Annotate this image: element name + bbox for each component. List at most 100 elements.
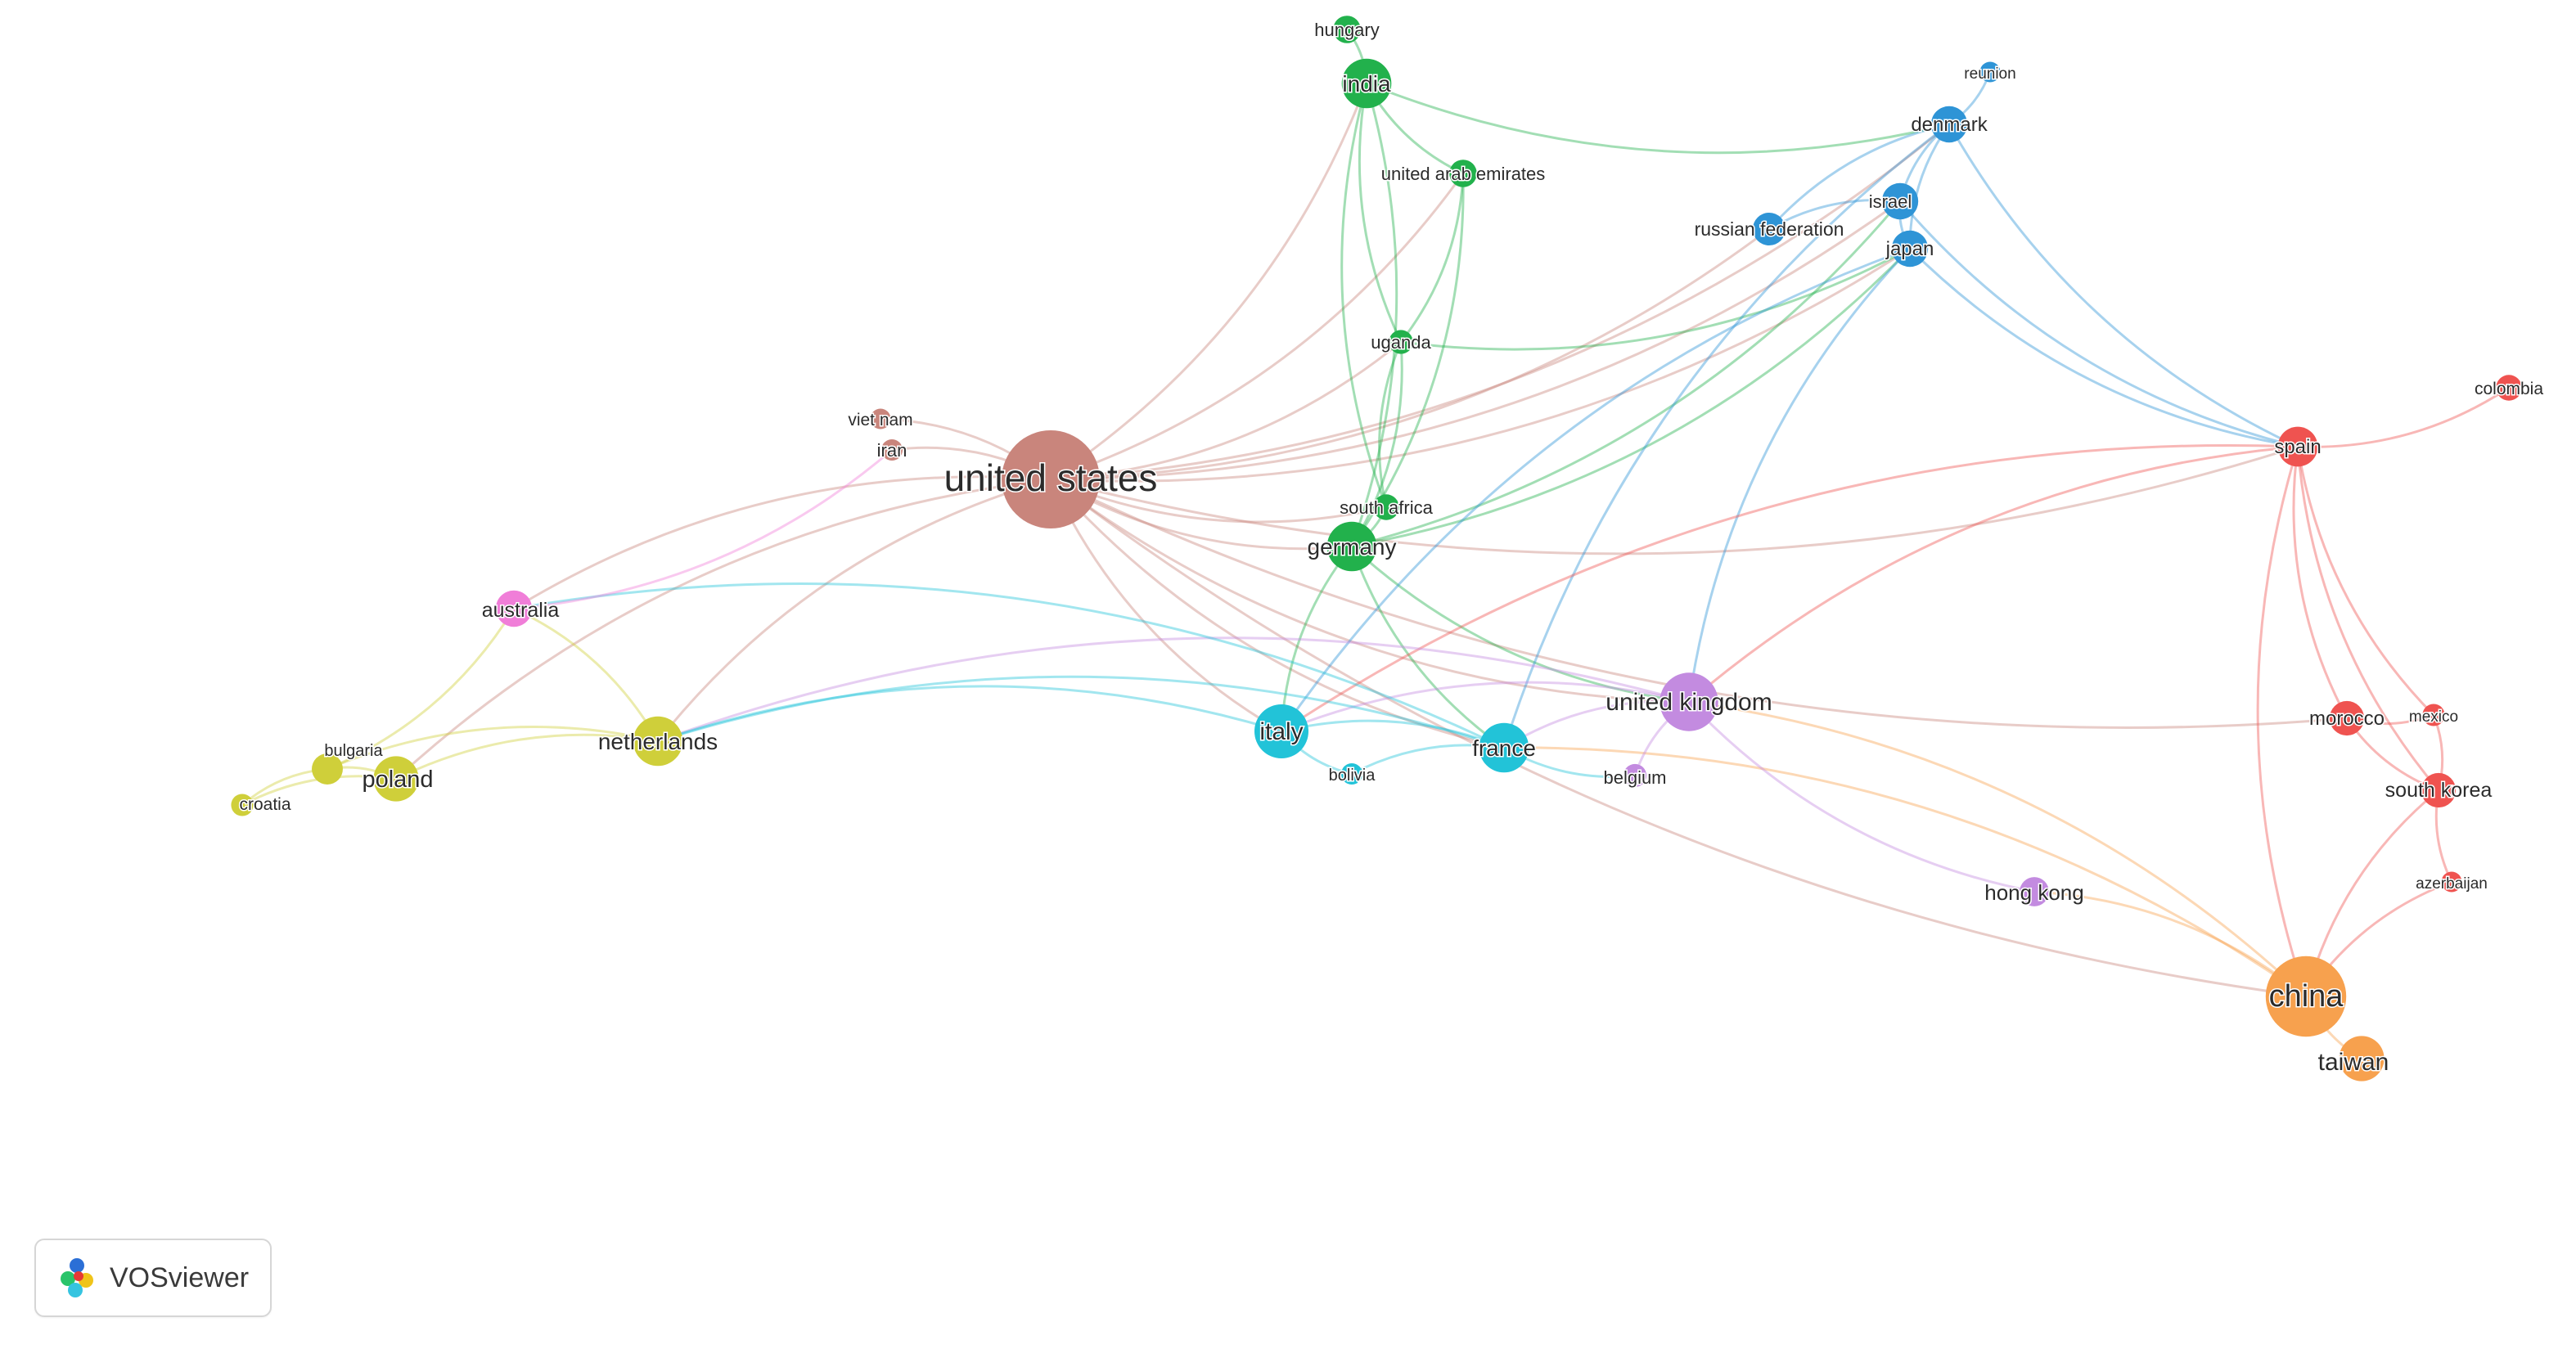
- edge-united-states-poland: [394, 478, 1052, 780]
- node-mexico[interactable]: [2422, 704, 2445, 726]
- node-india[interactable]: [1341, 58, 1392, 109]
- node-label-croatia: croatia: [239, 795, 290, 814]
- edge-denmark-russia: [1768, 123, 1950, 231]
- edge-germany-israel: [1351, 200, 1902, 548]
- node-label-south-korea: south korea: [2385, 779, 2493, 802]
- edge-united-states-australia: [513, 475, 1052, 610]
- edge-netherlands-bulgaria: [327, 725, 659, 771]
- edge-bulgaria-australia: [327, 608, 516, 771]
- node-label-uganda: uganda: [1371, 332, 1431, 353]
- node-poland[interactable]: [373, 756, 419, 802]
- vosviewer-logo-icon: [61, 1258, 93, 1297]
- node-label-france: france: [1472, 735, 1536, 761]
- edge-germany-japan: [1351, 247, 1912, 548]
- node-germany[interactable]: [1326, 521, 1377, 572]
- node-iran[interactable]: [880, 438, 903, 461]
- edge-france-italy: [1281, 719, 1505, 749]
- node-reunion[interactable]: [1979, 61, 2001, 83]
- node-label-mexico: mexico: [2409, 708, 2458, 726]
- node-australia[interactable]: [495, 590, 533, 627]
- edge-france-netherlands: [657, 675, 1505, 749]
- node-vietnam[interactable]: [870, 408, 891, 429]
- edge-india-uganda: [1358, 83, 1403, 343]
- edge-china-united-kingdom: [1688, 700, 2308, 998]
- node-label-italy: italy: [1259, 718, 1303, 745]
- node-united-states[interactable]: [1002, 430, 1100, 528]
- edge-germany-uganda: [1350, 341, 1403, 547]
- edge-japan-spain: [1908, 247, 2299, 448]
- edge-netherlands-poland: [395, 733, 659, 780]
- edge-uganda-japan: [1400, 247, 1911, 351]
- node-morocco[interactable]: [2329, 700, 2365, 736]
- edge-united-states-france: [1049, 479, 1505, 749]
- node-south-africa[interactable]: [1373, 494, 1399, 520]
- node-label-colombia: colombia: [2475, 380, 2543, 398]
- node-spain[interactable]: [2277, 426, 2318, 467]
- edge-united-states-uae: [1050, 173, 1465, 481]
- node-china[interactable]: [2265, 956, 2347, 1037]
- node-hong-kong[interactable]: [2020, 877, 2049, 906]
- edge-uganda-south-africa: [1378, 341, 1403, 508]
- vosviewer-label: VOSviewer: [110, 1261, 250, 1293]
- node-label-germany: germany: [1308, 534, 1397, 560]
- edge-spain-morocco: [2292, 446, 2349, 719]
- node-united-kingdom[interactable]: [1660, 672, 1718, 731]
- edge-australia-iran: [513, 448, 893, 610]
- edge-united-states-japan: [1050, 247, 1911, 483]
- edge-united-states-india: [1050, 83, 1368, 481]
- node-bulgaria[interactable]: [312, 753, 343, 785]
- node-israel[interactable]: [1881, 182, 1919, 220]
- node-label-taiwan: taiwan: [2318, 1049, 2389, 1076]
- node-russia[interactable]: [1752, 212, 1786, 246]
- node-label-south-africa: south africa: [1340, 497, 1433, 518]
- node-label-azerbaijan: azerbaijan: [2416, 875, 2488, 893]
- edge-spain-italy: [1281, 443, 2299, 733]
- edge-united-kingdom-hong-kong: [1687, 700, 2035, 893]
- edge-united-kingdom-netherlands: [657, 636, 1690, 743]
- edge-germany-india: [1350, 83, 1398, 547]
- node-label-poland: poland: [362, 767, 433, 793]
- edge-united-states-spain: [1050, 445, 2299, 555]
- node-bolivia[interactable]: [1340, 762, 1363, 785]
- vosviewer-badge[interactable]: VOSviewer: [34, 1239, 272, 1317]
- node-netherlands[interactable]: [633, 716, 683, 767]
- node-label-iran: iran: [877, 440, 907, 461]
- node-label-japan: japan: [1885, 238, 1934, 260]
- node-italy[interactable]: [1254, 704, 1308, 758]
- edge-italy-netherlands: [657, 685, 1282, 743]
- node-azerbaijan[interactable]: [2441, 871, 2462, 893]
- edge-spain-south-korea: [2296, 446, 2440, 791]
- node-uganda[interactable]: [1389, 330, 1413, 354]
- node-japan[interactable]: [1891, 230, 1929, 268]
- node-label-uae: united arab emirates: [1381, 164, 1546, 184]
- node-denmark[interactable]: [1930, 106, 1968, 143]
- node-south-korea[interactable]: [2421, 772, 2457, 808]
- edge-china-hong-kong: [2033, 890, 2307, 998]
- edge-denmark-france: [1502, 123, 1950, 749]
- node-label-australia: australia: [482, 599, 560, 622]
- edge-germany-united-kingdom: [1350, 545, 1690, 704]
- node-label-vietnam: viet nam: [848, 411, 912, 429]
- node-hungary[interactable]: [1333, 16, 1361, 43]
- node-label-morocco: morocco: [2309, 708, 2385, 730]
- node-croatia[interactable]: [231, 794, 254, 816]
- node-taiwan[interactable]: [2339, 1036, 2385, 1081]
- node-label-denmark: denmark: [1911, 114, 1988, 136]
- node-belgium[interactable]: [1623, 763, 1647, 788]
- node-uae[interactable]: [1449, 160, 1477, 187]
- node-label-reunion: reunion: [1964, 65, 2015, 83]
- edge-india-denmark: [1366, 82, 1950, 155]
- edge-united-states-uganda: [1050, 340, 1402, 481]
- node-colombia[interactable]: [2496, 375, 2522, 401]
- node-label-china: china: [2269, 979, 2344, 1014]
- edge-spain-united-kingdom: [1688, 445, 2299, 704]
- node-label-russia: russian federation: [1695, 218, 1844, 240]
- edge-layer: [241, 29, 2510, 1060]
- node-label-bulgaria: bulgaria: [324, 742, 383, 760]
- node-label-united-states: united states: [944, 456, 1158, 499]
- node-label-spain: spain: [2274, 436, 2321, 458]
- edge-china-france: [1503, 746, 2307, 998]
- node-france[interactable]: [1479, 722, 1529, 773]
